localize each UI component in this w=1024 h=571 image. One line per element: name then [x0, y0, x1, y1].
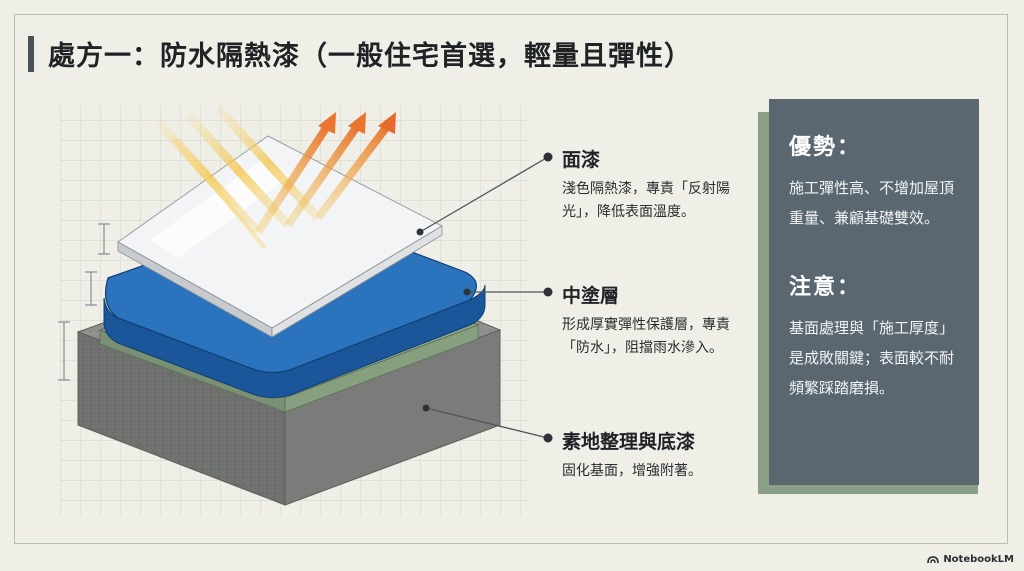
page-title: 處方一：防水隔熱漆（一般住宅首選，輕量且彈性）: [48, 41, 692, 72]
label-middle-coat: 中塗層: [562, 285, 620, 307]
caution-title: 注意：: [789, 275, 862, 300]
leader-dot-middle: [543, 287, 553, 297]
top-coat-side-right: [271, 225, 443, 338]
brand-name: NotebookLM: [943, 554, 1014, 565]
leader-dot-base: [543, 433, 553, 443]
reflected-rays: [254, 112, 396, 235]
notebooklm-logo-icon: [927, 556, 940, 564]
leader-dot-base-end: [422, 404, 430, 412]
leader-dot-middle-end: [463, 288, 471, 296]
leader-lines: [419, 156, 549, 439]
caution-text: 基面處理與「施工厚度」是成敗關鍵；表面較不耐頻繁踩踏磨損。: [789, 319, 955, 397]
label-top-coat: 面漆: [562, 149, 601, 171]
desc-primer: 固化基面，增強附著。: [562, 463, 702, 479]
thickness-markers: [58, 223, 110, 381]
advantage-text: 施工彈性高、不增加屋頂重量、兼顧基礎雙效。: [789, 179, 955, 227]
slide-frame: [14, 14, 1008, 544]
info-panel: 優勢： 施工彈性高、不增加屋頂重量、兼顧基礎雙效。 注意： 基面處理與「施工厚度…: [769, 99, 979, 485]
label-primer: 素地整理與底漆: [562, 431, 696, 453]
advantage-title: 優勢：: [789, 135, 862, 160]
middle-coat-side: [103, 284, 486, 399]
desc-top-coat: 淺色隔熱漆，專責「反射陽光」，降低表面溫度。: [562, 181, 730, 220]
brand-watermark: NotebookLM: [927, 554, 1014, 565]
leader-dot-top-end: [416, 228, 424, 236]
desc-middle-coat: 形成厚實彈性保護層，專責「防水」，阻擋雨水滲入。: [562, 317, 730, 356]
primer-layer-side-right: [284, 324, 479, 413]
leader-dot-top: [543, 152, 553, 162]
title-accent-bar: [28, 36, 34, 72]
